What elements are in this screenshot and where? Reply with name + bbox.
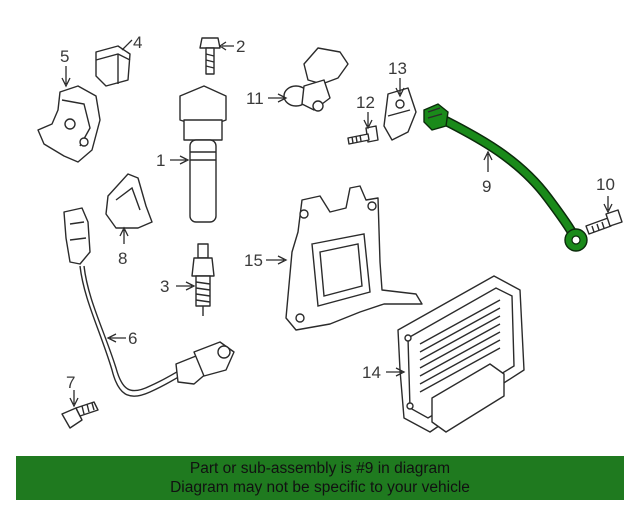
part-5-bracket (37, 85, 101, 163)
banner-line-1: Part or sub-assembly is #9 in diagram (189, 460, 451, 477)
callout-12[interactable]: 12 (356, 93, 375, 112)
callout-14[interactable]: 14 (362, 363, 381, 382)
part-14-ecu (397, 275, 525, 433)
callout-7[interactable]: 7 (66, 373, 75, 392)
part-7-bolt (61, 401, 99, 429)
banner-line-2: Diagram may not be specific to your vehi… (170, 479, 470, 496)
part-8-cover (105, 173, 153, 229)
info-banner: Part or sub-assembly is #9 in diagram Di… (16, 456, 624, 500)
part-9-knock-sensor-harness[interactable] (423, 103, 588, 252)
part-1-ignition-coil (179, 85, 227, 223)
callout-1[interactable]: 1 (156, 151, 165, 170)
callout-3[interactable]: 3 (160, 277, 169, 296)
part-6-sensor-cable (63, 207, 235, 397)
parts-diagram: 5 4 2 1 11 13 (37, 33, 623, 433)
callout-10[interactable]: 10 (596, 175, 615, 194)
callout-5[interactable]: 5 (60, 47, 69, 66)
part-11-sensor (283, 47, 349, 112)
callout-15[interactable]: 15 (244, 251, 263, 270)
callout-9[interactable]: 9 (482, 177, 491, 196)
part-13-bracket (383, 87, 417, 141)
part-10-bolt (585, 209, 623, 235)
part-15-bracket (285, 185, 423, 331)
callout-11[interactable]: 11 (246, 89, 264, 108)
part-2-bolt (199, 37, 221, 75)
part-4-connector (95, 45, 131, 87)
part-3-spark-plug (191, 243, 215, 316)
part-12-bolt (347, 125, 379, 145)
harness-wire (436, 114, 578, 240)
callout-4[interactable]: 4 (133, 33, 142, 52)
callout-13[interactable]: 13 (388, 59, 407, 78)
callout-8[interactable]: 8 (118, 249, 127, 268)
callout-2[interactable]: 2 (236, 37, 245, 56)
callout-6[interactable]: 6 (128, 329, 137, 348)
